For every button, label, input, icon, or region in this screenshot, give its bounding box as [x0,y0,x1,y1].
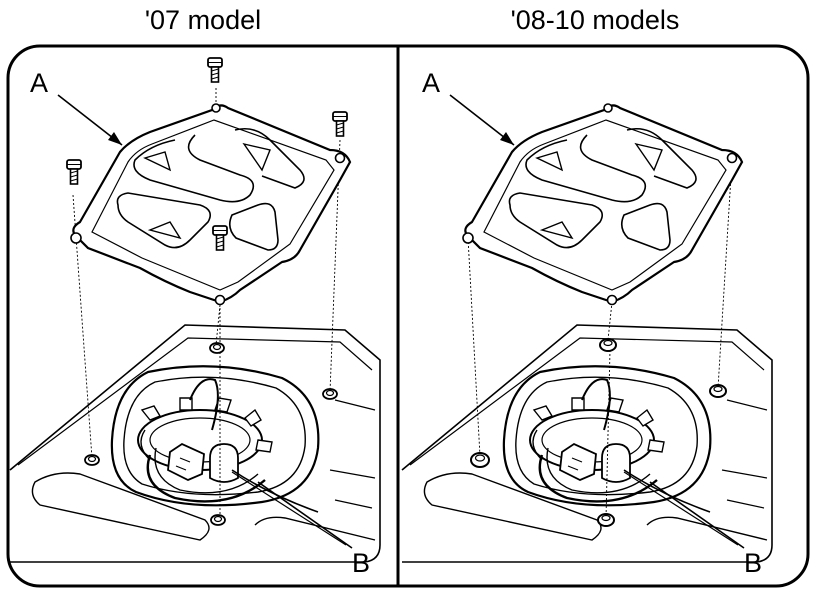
fuel-tank-base [8,323,382,564]
weld-nut [322,388,338,400]
stud-nut [597,513,615,527]
stud-nut [599,338,617,352]
fuel-tank-base [400,323,774,564]
callout-leader-b [649,481,745,549]
weld-nut [84,454,100,466]
outer-frame [6,44,810,588]
stud-nut [470,452,490,468]
callout-label-a: A [422,68,440,98]
callout-label-b: B [744,548,762,578]
stud-nut [709,384,727,398]
installation-guide-lines [467,159,733,519]
callout-label-b: B [352,548,370,578]
panel-08-10-models: A B [400,68,774,578]
arrowhead-icon [108,132,122,145]
weld-nut [209,342,225,354]
callout-label-a: A [30,68,48,98]
panel-07-model: A B [8,57,382,578]
installation-guide-lines [72,88,341,520]
arrowhead-icon [500,132,514,145]
bolt-icon [66,159,82,185]
callout-leader-b [257,481,353,549]
panel-title-07: '07 model [144,5,262,35]
panel-title-08-10: '08-10 models [510,5,680,35]
weld-nut [210,514,226,526]
bolt-icon [207,57,223,83]
bolt-icon [332,111,348,137]
